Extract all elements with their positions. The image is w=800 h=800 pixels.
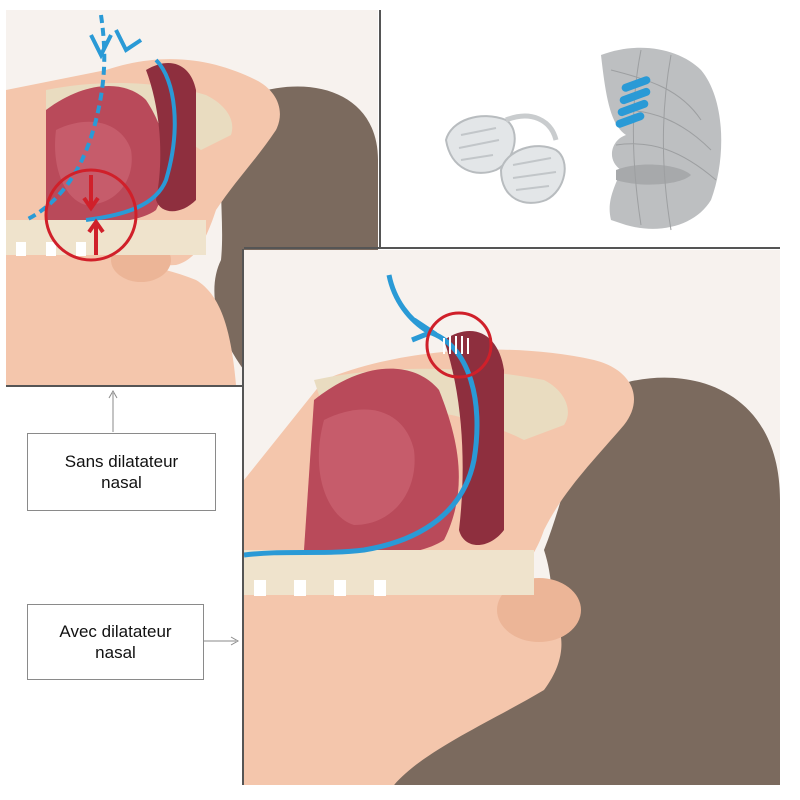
divider-middle-horizontal	[244, 247, 780, 249]
panel-device	[381, 10, 780, 247]
divider-top-vertical	[379, 10, 381, 247]
airway-open-illustration	[244, 250, 780, 785]
nose-wireframe-model	[601, 47, 722, 231]
device-illustration	[381, 10, 780, 247]
airflow-arrow-head	[89, 29, 143, 60]
vertebrae	[16, 242, 86, 256]
divider-bottom-vertical	[242, 249, 244, 785]
airflow-arrow-head	[411, 317, 438, 343]
panel-with-dilator	[244, 250, 780, 785]
neck-skin	[244, 575, 562, 785]
dilator-marker-circle	[425, 311, 493, 379]
obstruction-arrow-up	[87, 218, 105, 255]
label-with-dilator-text: Avec dilatateur nasal	[59, 622, 172, 662]
airflow-arrow-secondary	[85, 58, 177, 222]
nasal-cavity-tissue	[444, 331, 504, 545]
label-without-dilator: Sans dilatateur nasal	[27, 433, 216, 511]
dilator-inserted-highlight	[615, 76, 651, 128]
divider-left-horizontal	[6, 385, 244, 387]
tongue	[55, 121, 132, 205]
label-without-dilator-text: Sans dilatateur nasal	[64, 452, 179, 492]
spine	[244, 550, 534, 595]
spine	[6, 220, 206, 255]
nasal-dilator-device	[444, 113, 566, 204]
panel-without-dilator	[6, 10, 378, 385]
vertebrae	[254, 580, 386, 596]
dilator-in-nostril	[443, 336, 469, 354]
airway-obstructed-illustration	[6, 10, 378, 385]
tongue	[318, 409, 415, 525]
obstruction-arrow-down	[82, 175, 100, 212]
neck-skin	[6, 256, 236, 385]
nasal-cavity-tissue	[146, 62, 196, 212]
obstruction-marker-circle	[44, 168, 138, 262]
label-with-dilator: Avec dilatateur nasal	[27, 604, 204, 680]
